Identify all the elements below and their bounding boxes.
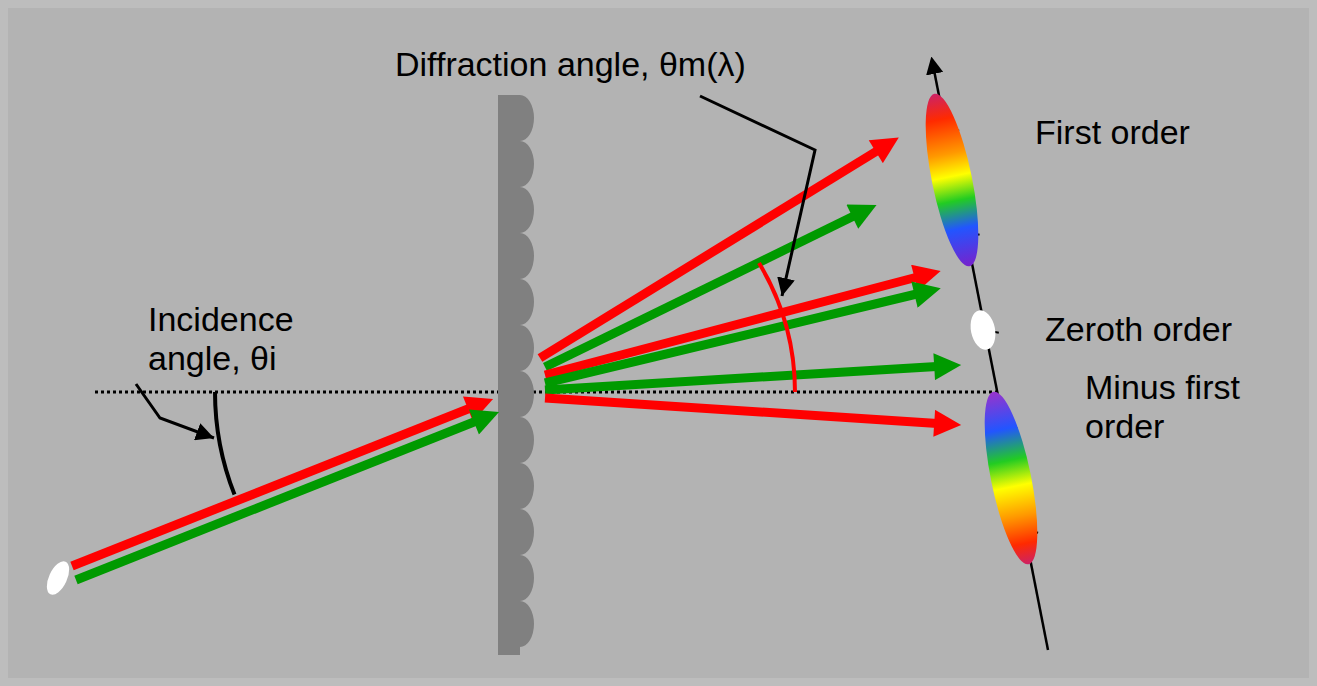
incidence-leader <box>136 384 214 438</box>
minus-first-green-ray <box>545 366 945 390</box>
diffraction-angle-arc <box>759 263 795 392</box>
incidence-angle-arc <box>215 392 235 495</box>
zeroth-order-red-ray <box>545 275 925 375</box>
incidence-angle-label: Incidence angle, θi <box>148 300 348 378</box>
zeroth-order-spot <box>967 308 998 352</box>
diffraction-leader <box>700 96 815 296</box>
grating <box>498 95 534 655</box>
first-order-label: First order <box>1035 113 1285 152</box>
incident-green-ray <box>76 418 484 580</box>
zeroth-order-label: Zeroth order <box>1045 310 1295 349</box>
incident-red-ray <box>72 405 478 566</box>
first-order-red-ray <box>540 146 885 358</box>
light-source <box>42 558 74 598</box>
first-order-spectrum <box>915 90 989 270</box>
minus-first-red-ray <box>545 398 945 424</box>
minus-first-order-spectrum <box>974 388 1048 568</box>
diffraction-angle-label: Diffraction angle, θm(λ) <box>395 45 855 84</box>
minus-first-order-label: Minus first order <box>1085 368 1300 446</box>
panel <box>8 8 1309 678</box>
